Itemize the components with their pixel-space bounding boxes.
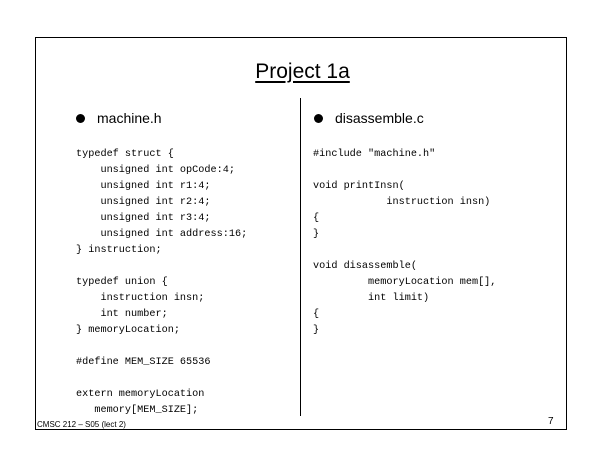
code-line: { xyxy=(313,213,320,224)
code-line: { xyxy=(313,309,320,320)
code-line: unsigned int r3:4; xyxy=(76,213,211,224)
right-column-heading: disassemble.c xyxy=(314,110,424,126)
code-line: unsigned int r1:4; xyxy=(76,181,211,192)
code-line: extern memoryLocation xyxy=(76,389,205,400)
code-line: void disassemble( xyxy=(313,261,417,272)
code-line: typedef union { xyxy=(76,277,168,288)
code-line: int limit) xyxy=(313,293,430,304)
code-line: #define MEM_SIZE 65536 xyxy=(76,357,211,368)
code-line: unsigned int r2:4; xyxy=(76,197,211,208)
code-line: instruction insn; xyxy=(76,293,205,304)
right-heading-text: disassemble.c xyxy=(335,110,424,126)
code-line: void printInsn( xyxy=(313,181,405,192)
slide-title: Project 1a xyxy=(255,60,350,83)
disassemble-c-code: #include "machine.h" void printInsn( inst… xyxy=(313,147,496,339)
code-line: } memoryLocation; xyxy=(76,325,180,336)
bullet-icon xyxy=(314,113,323,123)
code-line: } instruction; xyxy=(76,245,162,256)
code-line: instruction insn) xyxy=(313,197,491,208)
code-line: memory[MEM_SIZE]; xyxy=(76,405,199,416)
code-line: memoryLocation mem[], xyxy=(313,277,497,288)
code-line xyxy=(76,339,247,355)
code-line xyxy=(76,259,247,275)
machine-h-code: typedef struct { unsigned int opCode:4; … xyxy=(76,147,247,419)
slide-frame xyxy=(35,37,567,430)
code-line: } xyxy=(313,325,320,336)
bullet-icon xyxy=(76,113,85,123)
code-line: unsigned int address:16; xyxy=(76,229,248,240)
code-line xyxy=(313,243,496,259)
page-number: 7 xyxy=(548,416,554,427)
left-column-heading: machine.h xyxy=(76,110,162,126)
left-heading-text: machine.h xyxy=(97,110,162,126)
code-line xyxy=(313,163,496,179)
code-line: typedef struct { xyxy=(76,149,174,160)
column-divider xyxy=(300,98,301,416)
code-line: #include "machine.h" xyxy=(313,149,436,160)
code-line: int number; xyxy=(76,309,168,320)
code-line: } xyxy=(313,229,320,240)
code-line xyxy=(76,371,247,387)
slide-footer: CMSC 212 – S05 (lect 2) xyxy=(37,420,126,429)
code-line: unsigned int opCode:4; xyxy=(76,165,235,176)
